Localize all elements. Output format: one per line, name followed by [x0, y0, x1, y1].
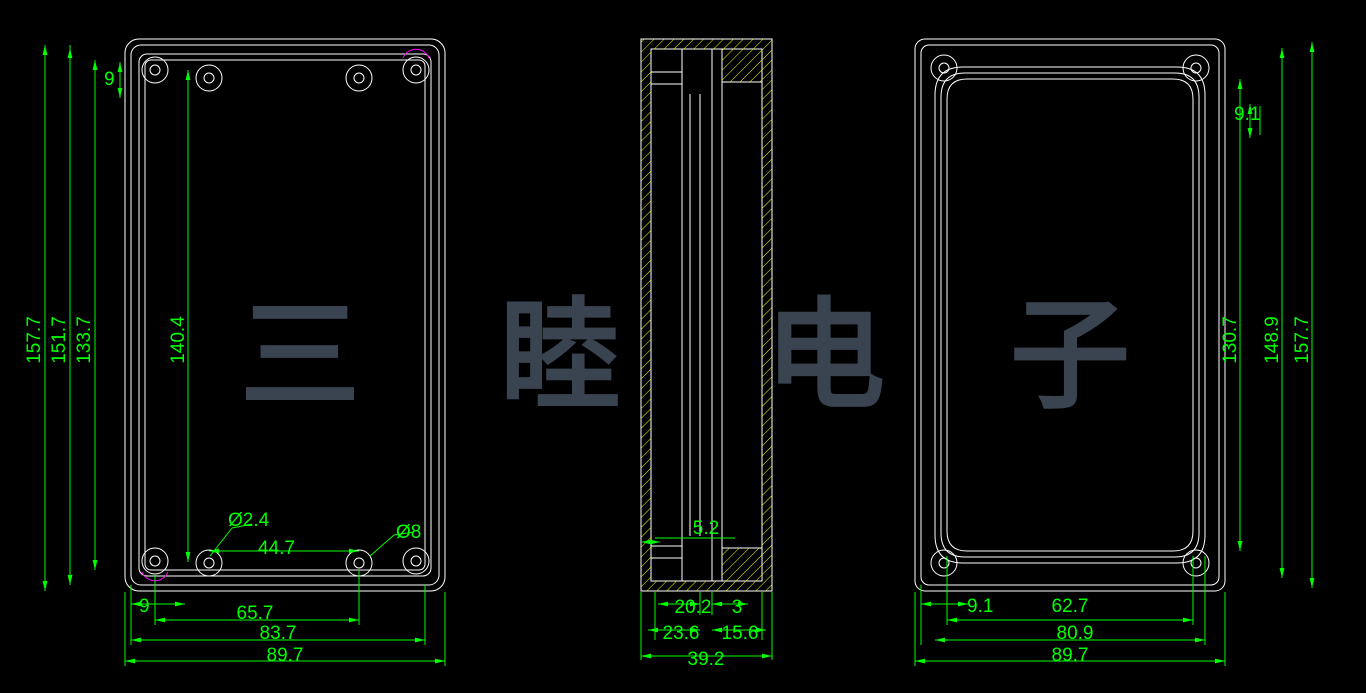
- dim-9-1-bottom: 9.1: [967, 596, 993, 617]
- dim-133-7: 133.7: [74, 316, 95, 364]
- back-view-outline: [914, 38, 1226, 592]
- dim-157-7-left: 157.7: [24, 316, 45, 364]
- dim-130-7: 130.7: [1220, 316, 1241, 364]
- dim-23-6: 23.6: [663, 623, 700, 644]
- back-view-dimensions: [914, 42, 1315, 666]
- dim-157-7-right: 157.7: [1292, 316, 1313, 364]
- watermark-char-2: 睦: [500, 285, 620, 426]
- front-view-outline: [124, 38, 446, 592]
- back-view-dimension-labels: 9.1 130.7 148.9 157.7 9.1 62.7 80.9 89.7: [967, 104, 1313, 666]
- dim-83-7: 83.7: [260, 623, 297, 644]
- dim-65-7: 65.7: [237, 603, 274, 624]
- dim-89-7-back: 89.7: [1052, 645, 1089, 666]
- section-hatch: [641, 39, 772, 591]
- front-view-dimension-labels: 157.7 151.7 133.7 140.4 9 Ø2.4 Ø8 44.7 9…: [24, 69, 421, 666]
- dim-5-2: 5.2: [693, 518, 719, 539]
- side-section-view: 5.2 20.2 3 23.6 15.6 39.2: [640, 38, 773, 670]
- dim-39-2: 39.2: [688, 649, 725, 670]
- dim-148-9: 148.9: [1262, 316, 1283, 364]
- dim-89-7: 89.7: [267, 645, 304, 666]
- dim-44-7: 44.7: [258, 538, 295, 559]
- dim-20-2: 20.2: [675, 597, 712, 618]
- front-view-dimensions: [42, 45, 446, 666]
- dim-9-bottom: 9: [139, 596, 150, 617]
- dim-140-4-inner: 140.4: [168, 316, 189, 364]
- dim-hole-small: Ø2.4: [228, 510, 270, 531]
- side-view-dimensions: [640, 537, 773, 660]
- dim-9-1-top: 9.1: [1234, 104, 1260, 125]
- dim-9-top: 9: [104, 69, 115, 90]
- watermark-char-1: 三: [240, 285, 360, 426]
- dim-15-6: 15.6: [722, 623, 759, 644]
- watermark-char-4: 子: [1010, 285, 1130, 426]
- dim-62-7: 62.7: [1052, 596, 1089, 617]
- dim-3: 3: [732, 597, 743, 618]
- dim-hole-large: Ø8: [396, 522, 421, 543]
- side-view-dimension-labels: 5.2 20.2 3 23.6 15.6 39.2: [663, 518, 759, 670]
- dim-151-7: 151.7: [49, 316, 70, 364]
- dim-80-9: 80.9: [1057, 623, 1094, 644]
- watermark-char-3: 电: [765, 285, 885, 426]
- front-view-highlight-arcs: [141, 48, 430, 582]
